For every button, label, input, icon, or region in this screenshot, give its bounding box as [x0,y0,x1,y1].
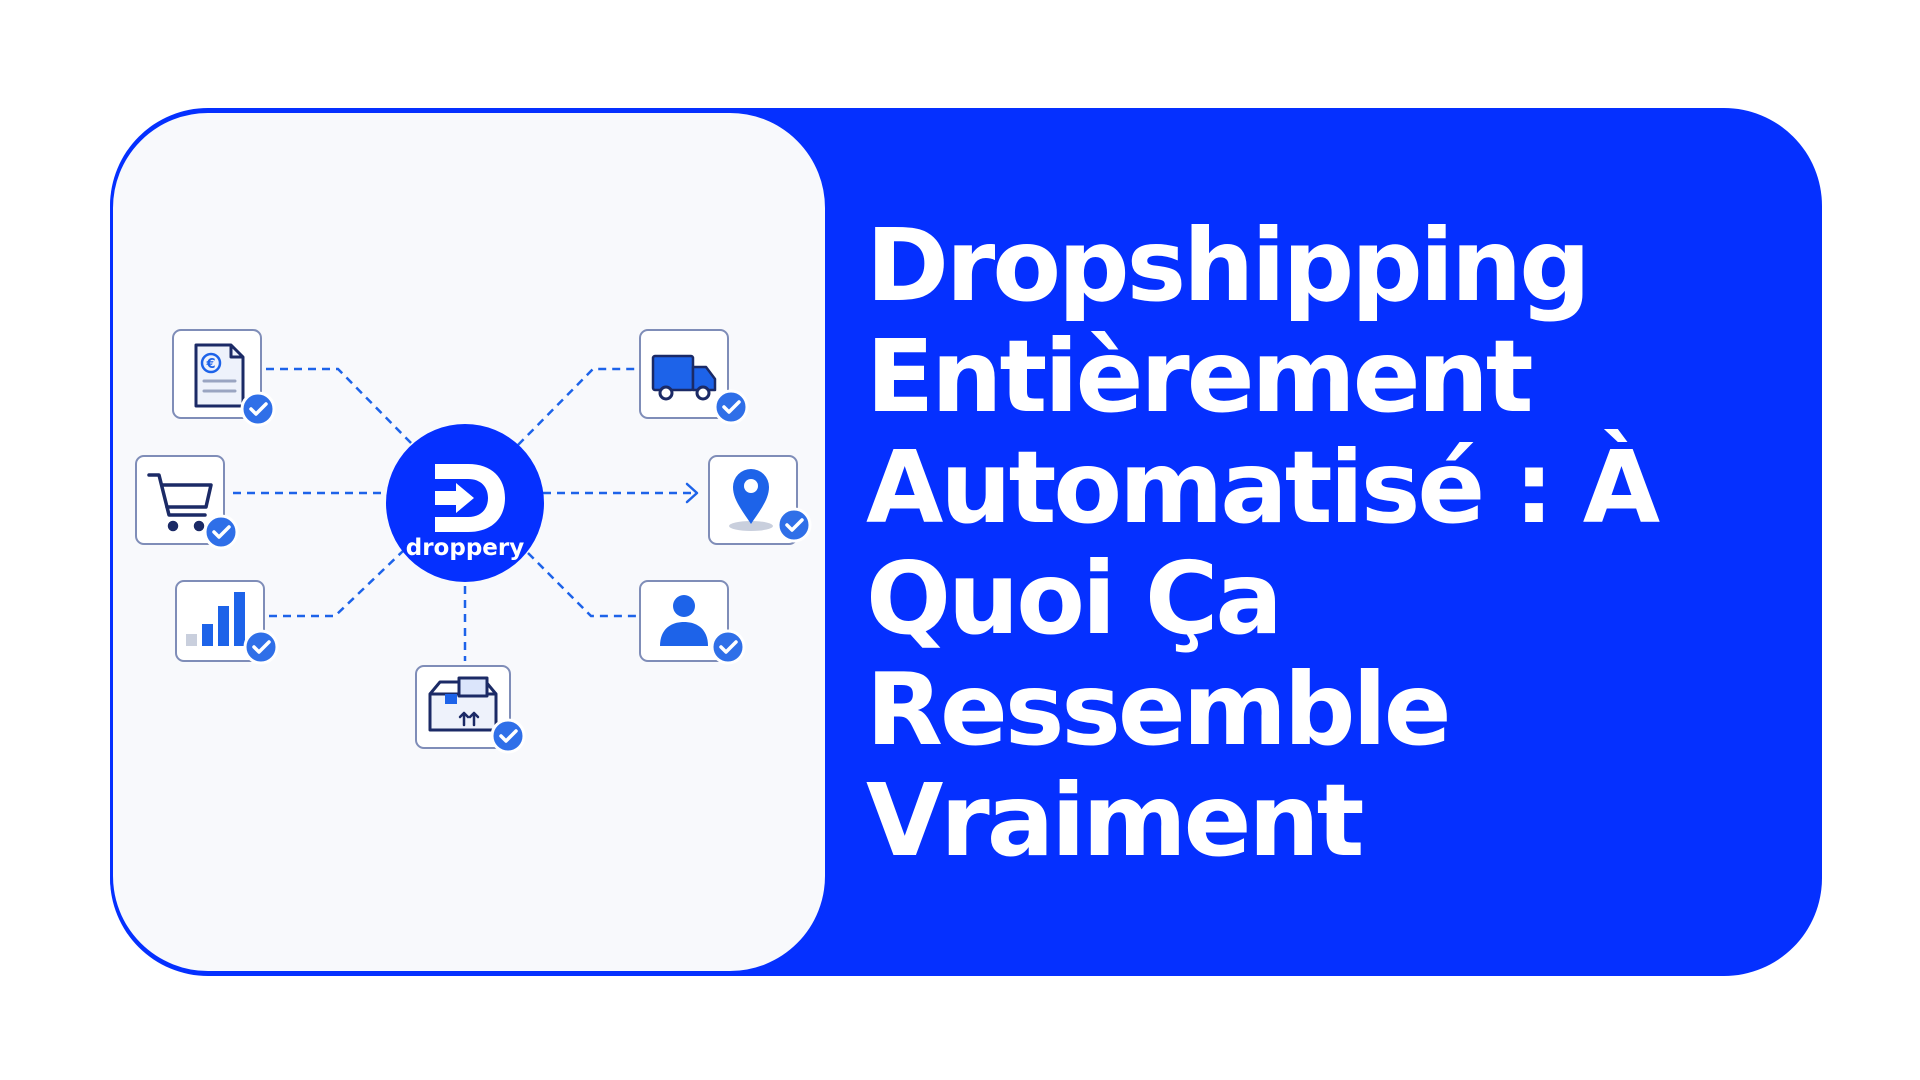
shopping-cart-icon [147,473,213,532]
headline-line: Dropshipping [866,207,1591,324]
connector-customer [527,552,658,618]
check-badge-icon [240,391,276,427]
arrow-head-icon [685,482,699,504]
user-profile-icon [660,595,708,646]
check-badge-icon [710,629,746,665]
check-badge-icon [490,718,526,754]
headline-line: Quoi Ça [866,540,1283,657]
headline-line: Vraiment [866,762,1364,879]
check-badge-icon [713,389,749,425]
node-customer [639,580,746,665]
droppery-logo: droppery [386,424,544,582]
package-box-icon [428,676,498,732]
node-analytics [175,580,279,665]
node-invoice: € [172,329,276,427]
page-headline: Dropshipping Entièrement Automatisé : À … [866,210,1766,876]
node-cart [135,455,239,550]
logo-wordmark: droppery [406,535,524,561]
svg-text:€: € [205,357,215,372]
headline-line: Entièrement [866,318,1534,435]
diagram-panel: € [110,110,828,974]
droppery-mark-icon [435,464,505,532]
check-badge-icon [203,514,239,550]
connector-analytics [269,550,404,618]
bar-chart-icon [186,592,245,646]
connector-invoice [266,367,414,446]
headline-line: Automatisé : À [866,429,1660,546]
headline-line: Ressemble [866,651,1452,768]
connector-shipping [517,367,658,446]
location-pin-icon [729,469,773,531]
node-location [708,455,812,545]
automation-diagram: € [135,329,812,754]
delivery-truck-icon [651,354,717,401]
connector-lines [233,367,691,661]
check-badge-icon [776,507,812,543]
node-package [415,665,526,754]
node-shipping [639,329,749,425]
euro-invoice-icon: € [194,343,245,408]
check-badge-icon [243,629,279,665]
